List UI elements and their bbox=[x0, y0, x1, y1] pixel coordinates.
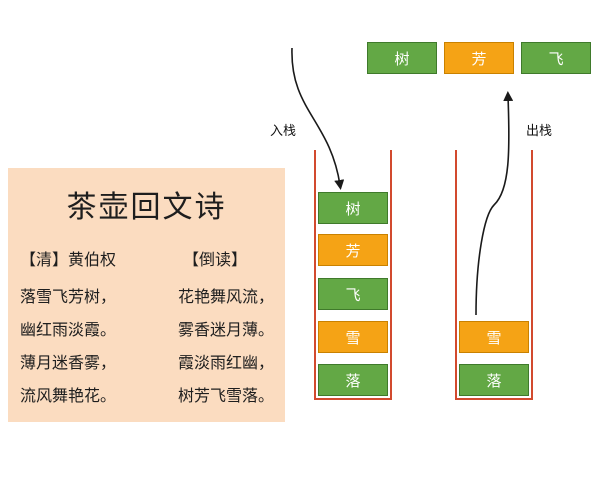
poem-title: 茶壶回文诗 bbox=[66, 190, 227, 225]
right-stack-right-wall bbox=[531, 150, 533, 400]
right-stack-left-wall bbox=[455, 150, 457, 400]
left-stack-item-3: 飞 bbox=[318, 278, 388, 310]
forward-line-4: 流风舞艳花。 bbox=[20, 386, 117, 405]
right-stack-item-1: 雪 bbox=[459, 321, 529, 353]
left-stack-item-1: 树 bbox=[318, 192, 388, 224]
left-stack-right-wall bbox=[390, 150, 392, 400]
left-stack-item-2: 芳 bbox=[318, 234, 388, 266]
right-stack-floor bbox=[455, 398, 533, 400]
left-stack-item-5: 落 bbox=[318, 364, 388, 396]
left-stack-floor bbox=[314, 398, 392, 400]
left-stack-item-4: 雪 bbox=[318, 321, 388, 353]
push-arrow bbox=[291, 47, 345, 190]
pop-arrow bbox=[475, 91, 514, 316]
forward-line-1: 落雪飞芳树， bbox=[20, 287, 117, 306]
reverse-line-3: 霞淡雨红幽， bbox=[178, 353, 275, 372]
poem-author: 【清】黄伯权 bbox=[20, 250, 117, 269]
poem-card: 茶壶回文诗 【清】黄伯权 【倒读】 落雪飞芳树， 幽红雨淡霞。 薄月迷香雾， 流… bbox=[8, 168, 285, 422]
reverse-line-2: 雾香迷月薄。 bbox=[178, 320, 275, 339]
reverse-label: 【倒读】 bbox=[183, 250, 248, 269]
forward-line-3: 薄月迷香雾， bbox=[20, 353, 117, 372]
pop-label: 出栈 bbox=[526, 124, 553, 139]
right-stack-item-2: 落 bbox=[459, 364, 529, 396]
popped-item-2: 芳 bbox=[444, 42, 514, 74]
forward-line-2: 幽红雨淡霞。 bbox=[20, 320, 117, 339]
popped-item-3: 飞 bbox=[521, 42, 591, 74]
push-label: 入栈 bbox=[270, 124, 297, 139]
left-stack-left-wall bbox=[314, 150, 316, 400]
reverse-line-1: 花艳舞风流， bbox=[178, 287, 275, 306]
reverse-line-4: 树芳飞雪落。 bbox=[178, 386, 275, 405]
popped-item-1: 树 bbox=[367, 42, 437, 74]
